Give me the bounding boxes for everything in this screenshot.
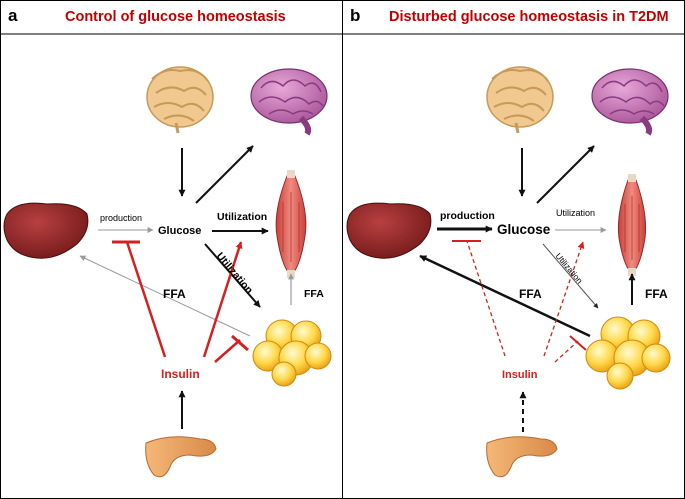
label-ffa-liver: FFA <box>519 287 542 301</box>
insulin-inhibit-production <box>466 240 506 357</box>
brain-icon <box>250 68 328 136</box>
label-insulin: Insulin <box>161 367 200 381</box>
label-insulin: Insulin <box>502 369 538 381</box>
arrow-glucose-adipose <box>204 243 261 308</box>
panel-b-letter: b <box>350 6 360 25</box>
adipose-icon <box>252 319 332 387</box>
brain-icon <box>591 68 669 136</box>
insulin-inhibit-lipolysis <box>214 339 241 363</box>
adipose-icon <box>585 316 671 390</box>
label-glucose: Glucose <box>497 222 551 237</box>
panel-a-letter: a <box>8 6 18 25</box>
insulin-inhibit-production <box>125 241 167 358</box>
label-utilization-muscle: Utilization <box>217 211 267 223</box>
label-utilization-muscle: Utilization <box>556 208 595 218</box>
muscle-icon <box>617 174 647 276</box>
liver-icon <box>346 202 432 259</box>
liver-icon <box>3 202 89 259</box>
intestine-icon <box>486 66 554 134</box>
pancreas-icon <box>486 436 558 478</box>
label-ffa-muscle: FFA <box>304 288 324 300</box>
insulin-inhibit-lipolysis-bar <box>569 335 587 351</box>
arrow-glucose-adipose <box>542 243 599 309</box>
panel-b-title: Disturbed glucose homeostasis in T2DM <box>389 9 669 25</box>
pancreas-icon <box>145 436 217 478</box>
panel-a: a Control of glucose homeostasis <box>0 0 343 499</box>
arrow-adipose-liver <box>79 255 251 337</box>
label-production: production <box>440 210 495 222</box>
insulin-inhibit-lipolysis <box>554 340 579 363</box>
label-ffa-muscle: FFA <box>645 287 668 301</box>
panel-a-title: Control of glucose homeostasis <box>65 9 286 25</box>
label-production: production <box>100 213 142 223</box>
muscle-icon <box>275 170 307 278</box>
label-ffa-liver: FFA <box>163 287 186 301</box>
label-utilization-fat: Utilization <box>214 250 255 296</box>
insulin-stim-muscle <box>202 241 243 358</box>
intestine-icon <box>146 66 214 134</box>
arrow-glucose-brain <box>536 145 595 204</box>
insulin-inhibit-lipolysis-bar <box>231 334 249 352</box>
arrow-adipose-liver <box>419 254 591 338</box>
arrow-glucose-brain <box>195 145 254 204</box>
panel-b: b Disturbed glucose homeostasis in T2DM <box>342 0 685 499</box>
label-glucose: Glucose <box>158 225 201 237</box>
insulin-stim-muscle <box>543 241 585 357</box>
